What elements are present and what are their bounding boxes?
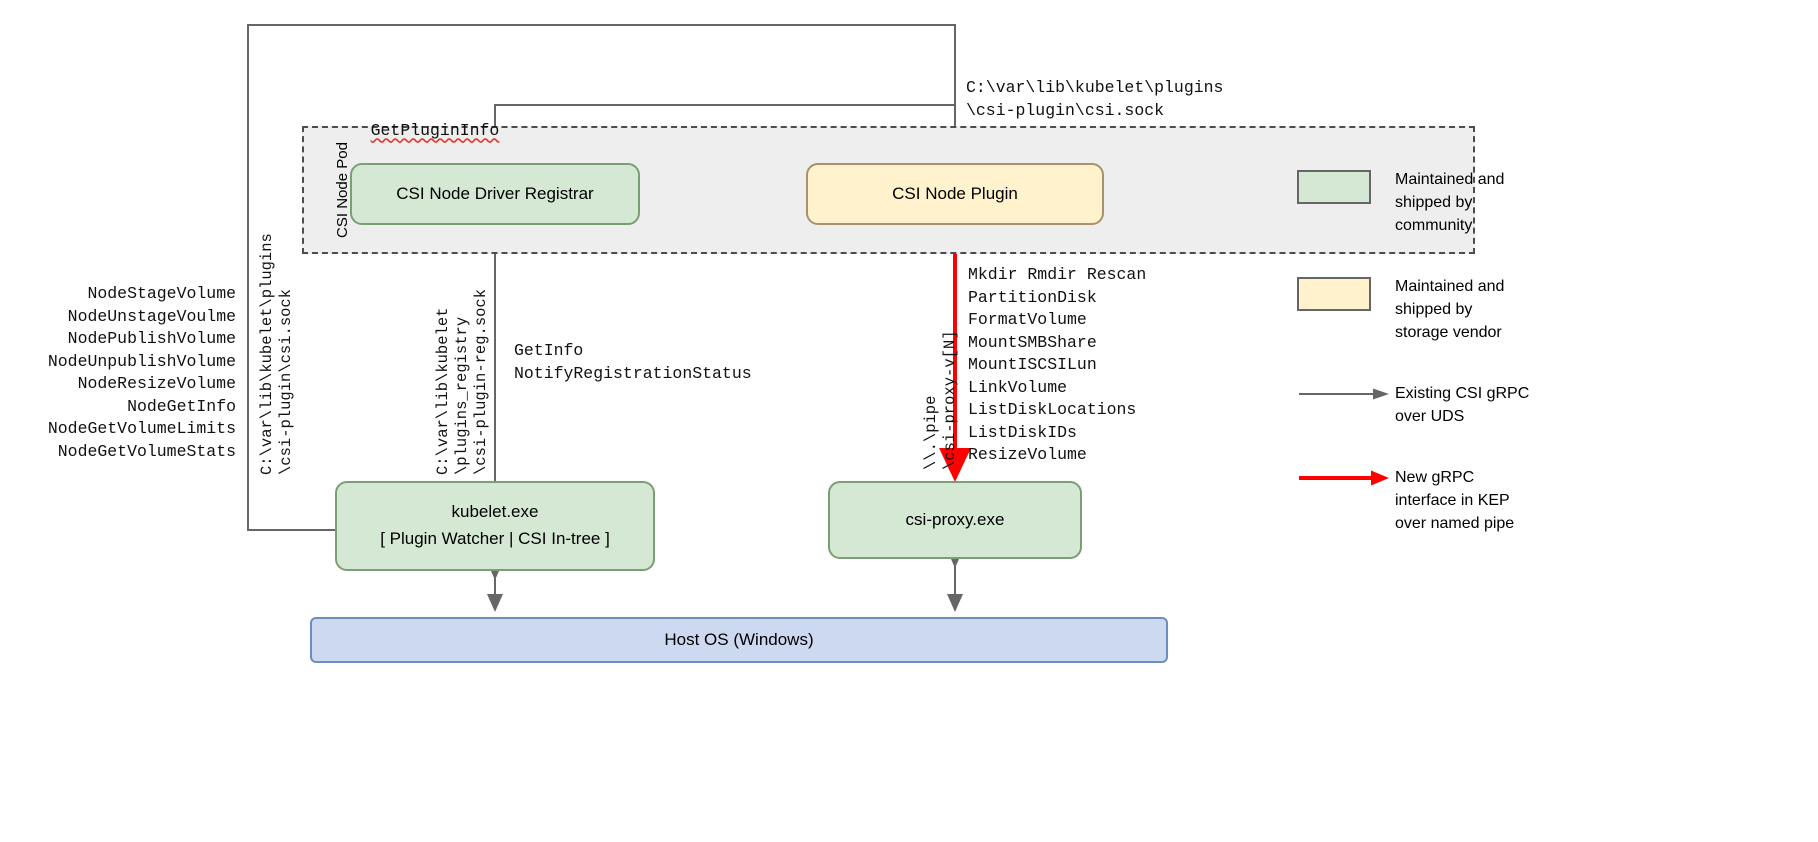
legend-arrow-key [1297,466,1395,488]
node-kubelet-exe-sublabel: [ Plugin Watcher | CSI In-tree ] [380,529,610,548]
label-csi-sock-path-vertical: C:\var\lib\kubelet\plugins \csi-plugin\c… [258,233,295,475]
label-plugin-socket-path: C:\var\lib\kubelet\plugins \csi-plugin\c… [966,78,1224,120]
label-named-pipe-vertical: \\.\pipe \csi-proxy-v[N] [922,330,959,470]
node-csi-proxy-exe[interactable]: csi-proxy.exe [828,481,1082,559]
legend-label: Maintained and shipped by community [1395,171,1505,234]
legend-arrow-icon [1299,470,1389,486]
legend-color-swatch [1297,170,1371,204]
label-get-plugin-info: GetPluginInfo [331,97,500,165]
list-node-service-calls: NodeStageVolume NodeUnstageVoulme NodePu… [47,284,236,461]
legend-label: New gRPC interface in KEP over named pip… [1395,469,1515,532]
label-get-plugin-info-text: GetPluginInfo [370,120,500,140]
legend-row: Maintained and shipped by storage vendor [1297,275,1797,344]
legend-arrow-icon [1299,388,1389,400]
legend-row: Maintained and shipped by community [1297,168,1797,237]
node-csi-node-plugin-label: CSI Node Plugin [892,183,1018,203]
legend-row: Existing CSI gRPC over UDS [1297,382,1797,428]
legend-color-swatch [1297,277,1371,311]
node-host-os[interactable]: Host OS (Windows) [310,617,1168,663]
node-csi-node-driver-registrar[interactable]: CSI Node Driver Registrar [350,163,640,225]
legend-arrow-key [1297,382,1395,404]
node-csi-node-driver-registrar-label: CSI Node Driver Registrar [396,183,594,203]
legend-label: Existing CSI gRPC over UDS [1395,385,1530,425]
node-csi-proxy-exe-label: csi-proxy.exe [905,509,1005,529]
label-registration-calls: GetInfo NotifyRegistrationStatus [514,341,752,383]
label-registry-sock-path-vertical: C:\var\lib\kubelet \plugins_registry \cs… [434,288,490,475]
node-host-os-label: Host OS (Windows) [664,629,814,649]
legend-label: Maintained and shipped by storage vendor [1395,278,1505,341]
legend-swatch-key [1297,168,1395,204]
node-kubelet-exe-label: kubelet.exe [451,502,539,522]
list-csi-proxy-calls: Mkdir Rmdir Rescan PartitionDisk FormatV… [968,265,1147,464]
node-kubelet-exe[interactable]: kubelet.exe [ Plugin Watcher | CSI In-tr… [335,481,655,571]
node-csi-node-plugin[interactable]: CSI Node Plugin [806,163,1104,225]
legend-row: New gRPC interface in KEP over named pip… [1297,466,1797,535]
legend-swatch-key [1297,275,1395,311]
